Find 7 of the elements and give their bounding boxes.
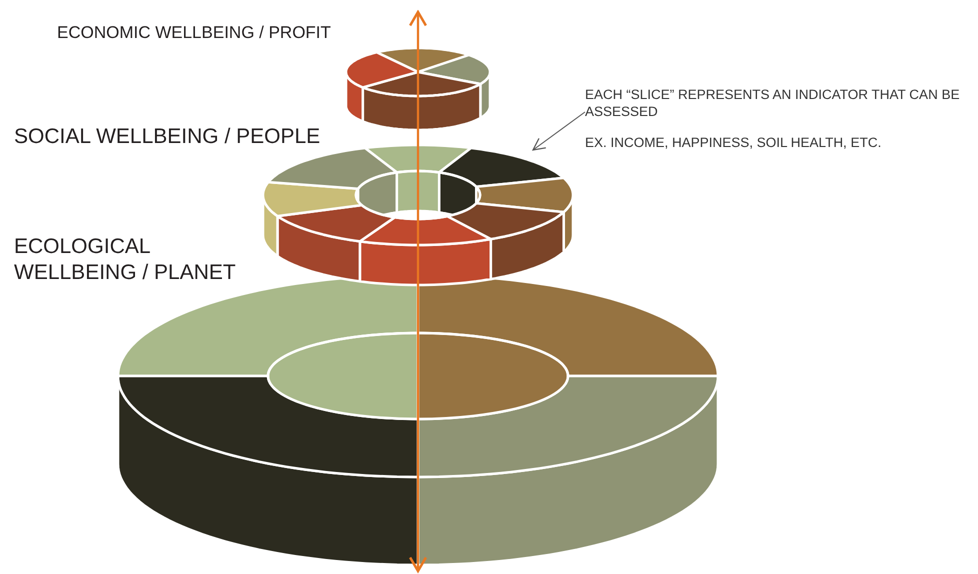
leader-line xyxy=(532,112,586,151)
level-label: ECOLOGICAL WELLBEING / PLANET xyxy=(14,234,237,286)
annotation-text: EX. INCOME, HAPPINESS, SOIL HEALTH, ETC. xyxy=(585,134,882,151)
level-label: ECONOMIC WELLBEING / PROFIT xyxy=(57,22,332,44)
social-ring-drawing xyxy=(262,144,574,286)
annotation-text: EACH “SLICE” REPRESENTS AN INDICATOR THAT CAN BE ASSESSED xyxy=(585,86,961,120)
level-label: SOCIAL WELLBEING / PEOPLE xyxy=(14,124,322,150)
